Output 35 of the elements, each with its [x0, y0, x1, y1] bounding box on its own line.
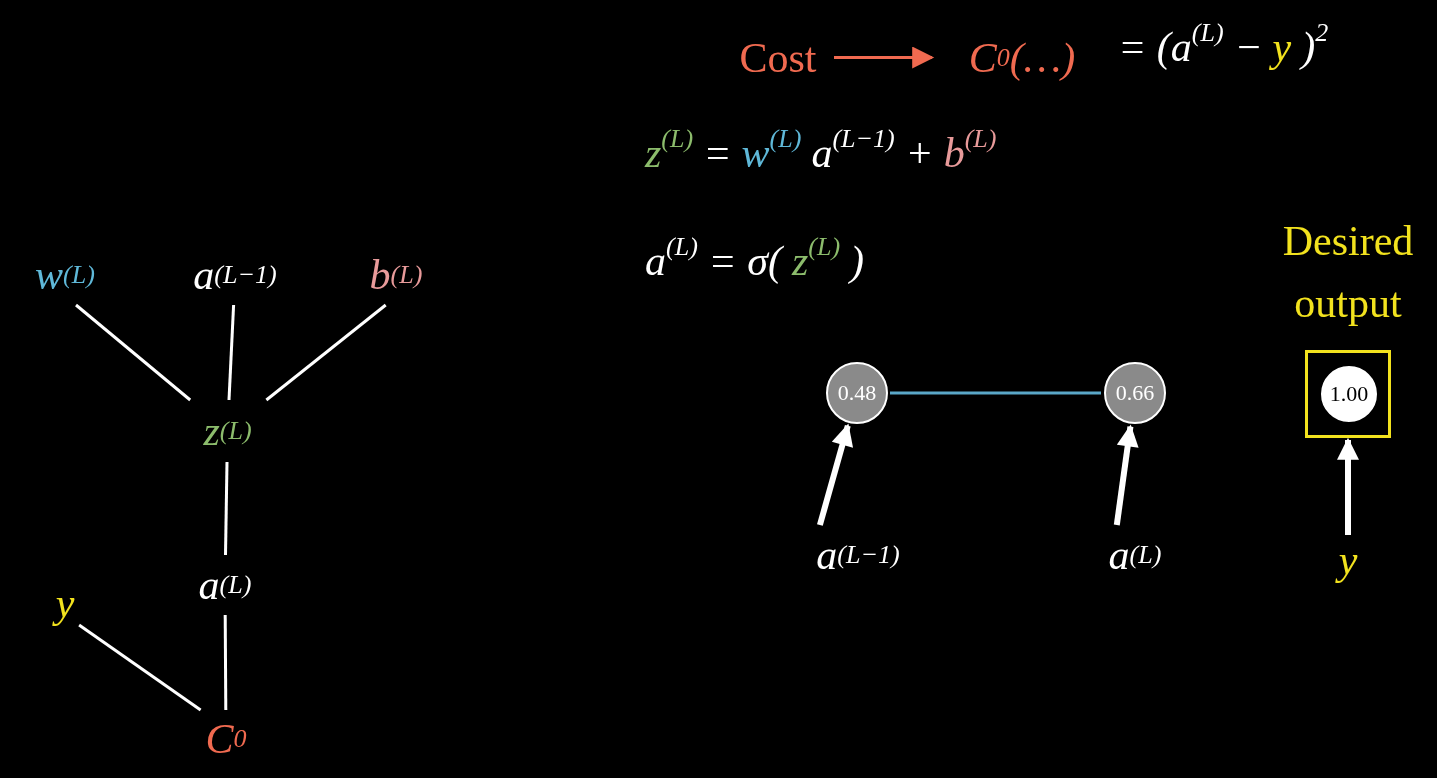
- math-label: a$^{(L)}$: [175, 555, 275, 615]
- formula-text: z$^{(L)}$: [791, 236, 841, 286]
- formula-text: ): [850, 237, 865, 286]
- formula-text: a$^{(L)}$ = σ(: [645, 236, 782, 286]
- cost-label: Cost: [722, 30, 834, 85]
- connector-line: [75, 303, 192, 402]
- math-label: a$^{(L−1)}$: [778, 525, 938, 585]
- math-label: z$^{(L)}$: [180, 400, 275, 462]
- neuron-circle: 0.48: [826, 362, 888, 424]
- connector-line: [78, 623, 202, 712]
- math-label: y: [45, 580, 85, 625]
- math-label: b$^{(L)}$: [350, 245, 442, 305]
- arrow: [817, 423, 854, 526]
- formula-text: = (a$^{(L)}$ −: [1118, 22, 1263, 72]
- neuron-circle: 0.66: [1104, 362, 1166, 424]
- formula-text: =: [703, 129, 732, 178]
- connector-line: [265, 303, 387, 402]
- math-label: y: [1330, 535, 1366, 585]
- formula-text: a$^{(L−1)}$ +: [811, 128, 934, 178]
- formula-text: w$^{(L)}$: [741, 128, 802, 178]
- formula-text: b$^{(L)}$: [943, 128, 997, 178]
- math-label: w$^{(L)}$: [12, 245, 118, 305]
- math-label: a$^{(L)}$: [1085, 525, 1185, 585]
- output-heading: Desired output: [1281, 217, 1415, 328]
- arrow: [1337, 437, 1359, 535]
- target-circle: 1.00: [1319, 364, 1379, 424]
- connector-line: [227, 304, 236, 401]
- arrow: [1113, 424, 1139, 526]
- formula-text: z$^{(L)}$: [645, 128, 694, 178]
- formula-text: )$^{2}$: [1301, 22, 1329, 72]
- connector-line: [890, 391, 1101, 395]
- arrow: [834, 46, 935, 69]
- math-label: a$^{(L−1)}$: [160, 245, 310, 305]
- connector-line: [224, 461, 229, 556]
- connector-line: [223, 615, 228, 710]
